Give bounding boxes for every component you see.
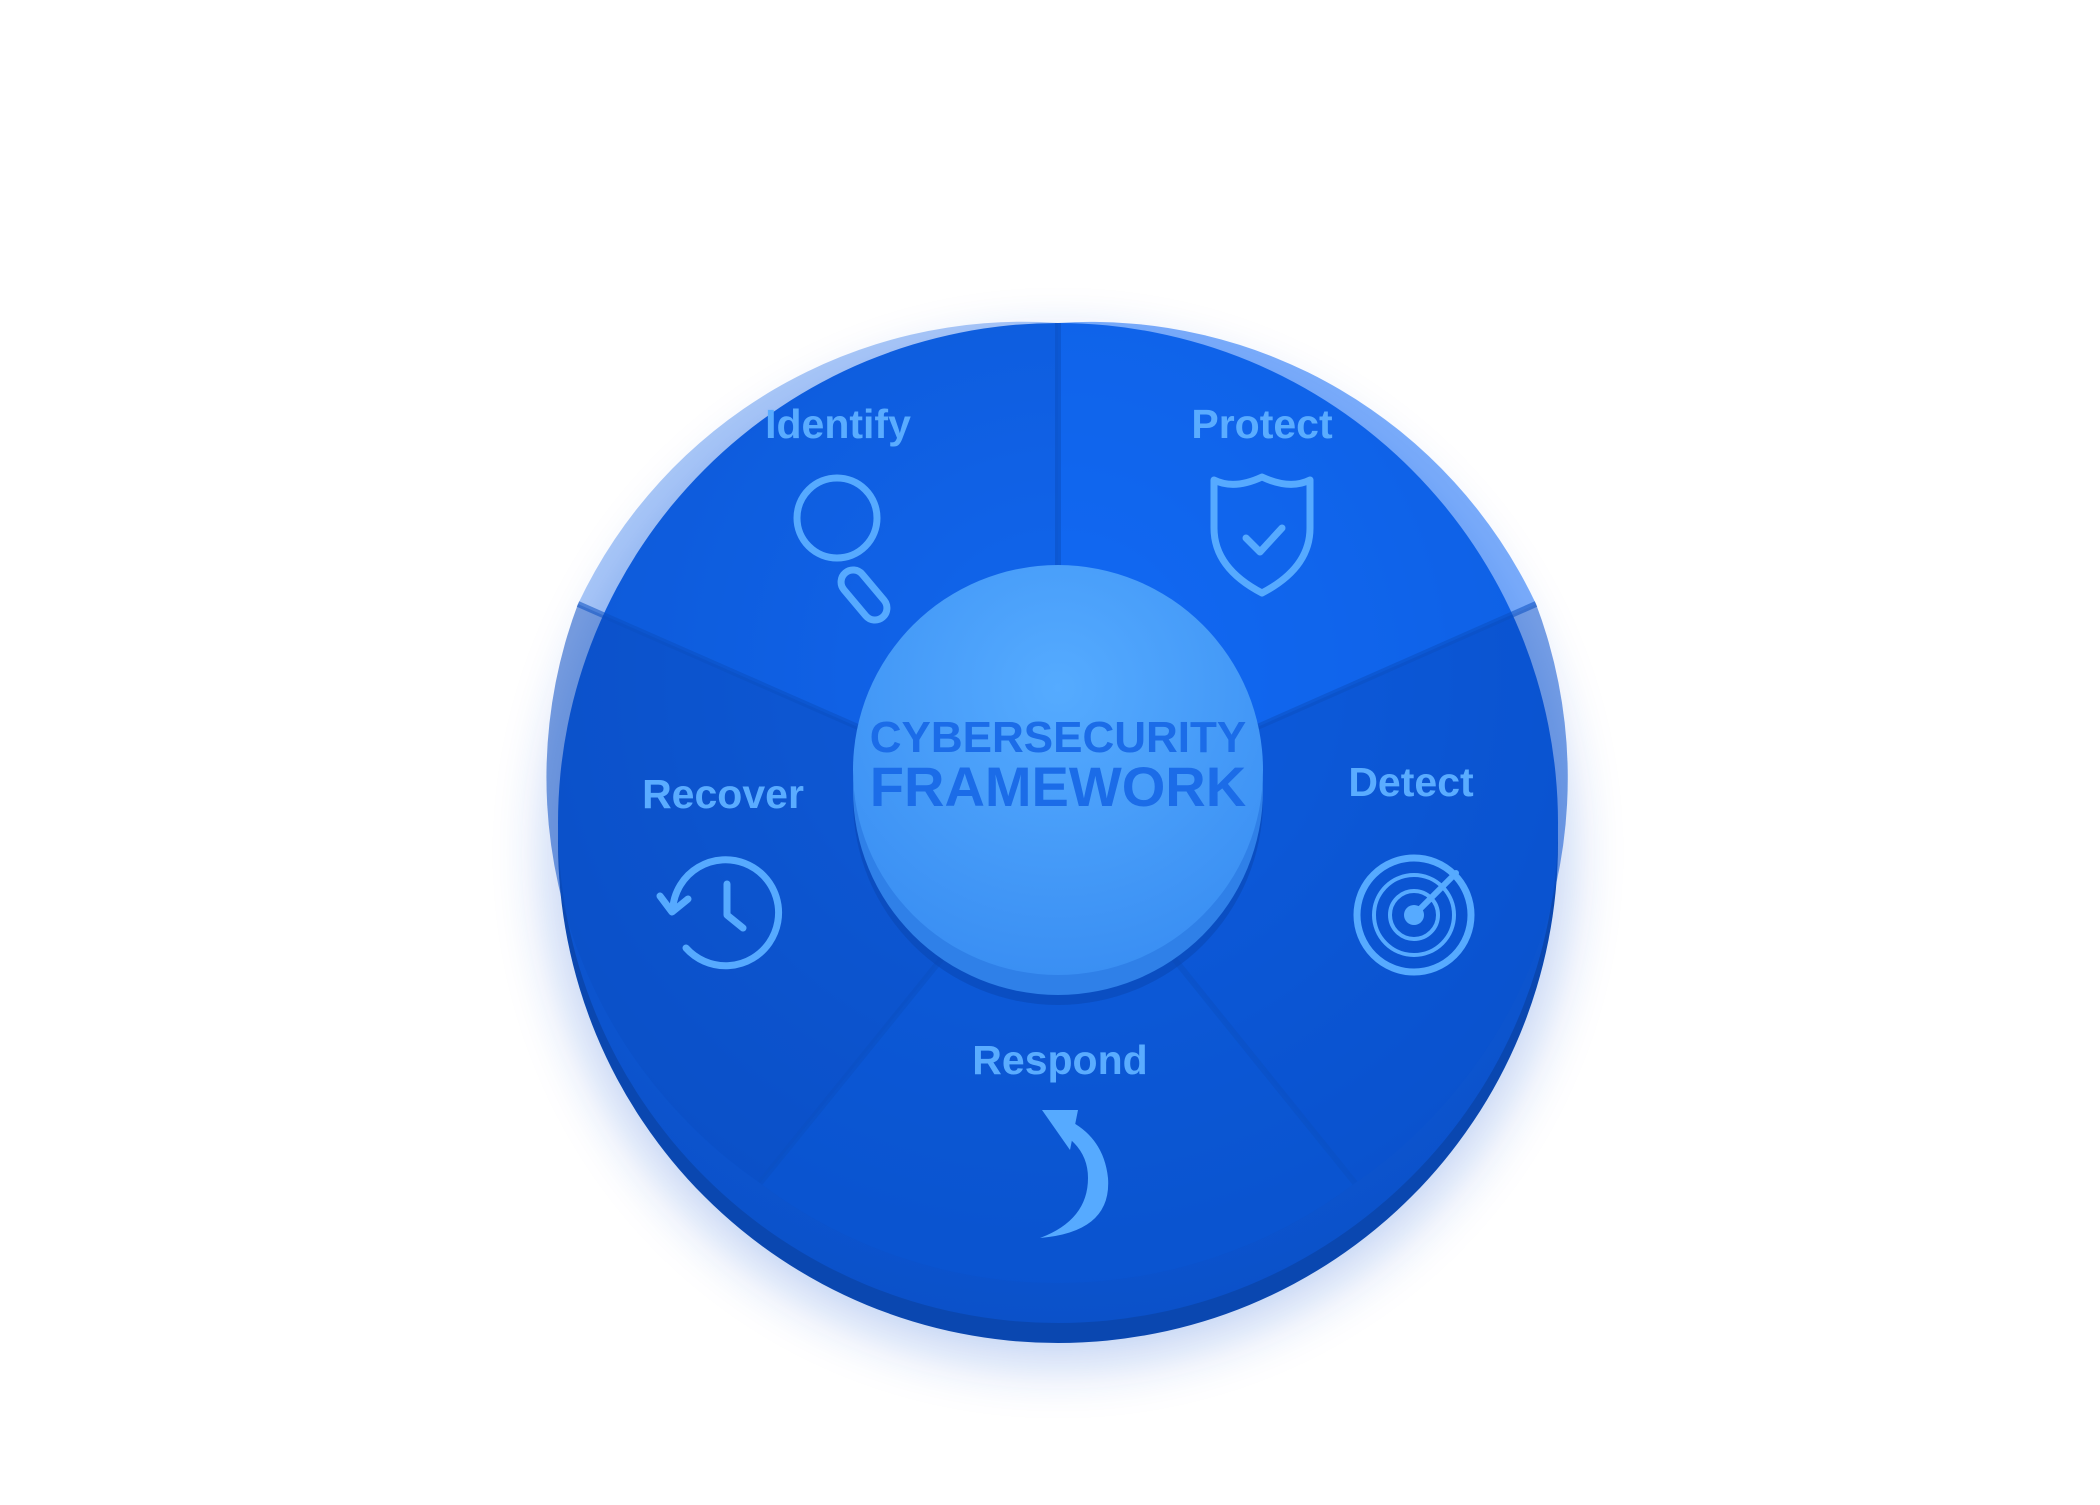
radar-icon (1353, 854, 1475, 976)
magnifier-icon (793, 474, 891, 624)
segment-label-identify: Identify (765, 401, 911, 447)
center-title-line2: FRAMEWORK (870, 755, 1246, 818)
segment-label-protect: Protect (1191, 401, 1333, 447)
segment-recover (546, 604, 1058, 1183)
shield-check-icon (1210, 473, 1314, 597)
segment-label-respond: Respond (972, 1037, 1147, 1083)
segment-label-recover: Recover (642, 771, 804, 817)
segment-label-detect: Detect (1348, 759, 1474, 805)
segment-respond (760, 815, 1355, 1284)
curved-arrow-icon (1040, 1110, 1109, 1238)
center-title-line1: CYBERSECURITY (870, 713, 1247, 762)
segment-detect (1058, 604, 1568, 1183)
history-clock-icon (656, 856, 783, 970)
hub (853, 565, 1263, 975)
